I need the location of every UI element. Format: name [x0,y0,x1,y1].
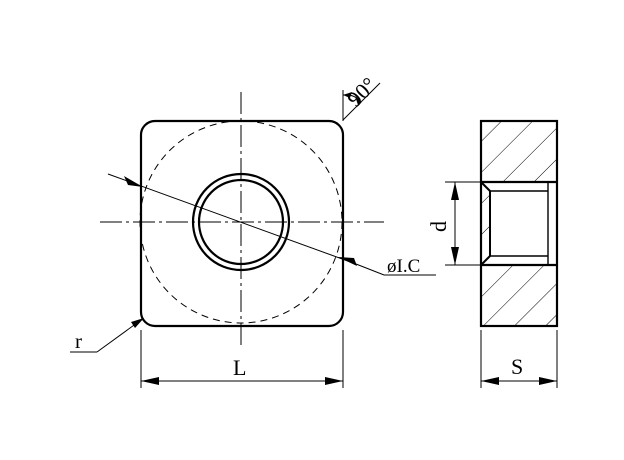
section-bottom-hatch [481,265,557,326]
d-arrow-top [451,182,459,200]
radius-arrow [131,318,144,328]
angle-label: 90° [342,72,381,111]
length-label: L [233,355,246,380]
hole-outer [191,172,291,272]
insert-outline [139,119,345,328]
s-arrow-right [539,377,557,385]
ic-dimension-line [107,173,357,265]
section-outline [479,119,559,328]
hole-inner [197,178,285,266]
ic-arrow-upper [124,176,143,187]
side-view [445,119,559,388]
section-top-hatch [481,121,557,182]
inscribed-circle [139,120,343,324]
length-arrow-left [141,377,159,385]
hole-diameter-label: d [426,221,451,232]
s-arrow-left [481,377,499,385]
length-arrow-right [325,377,343,385]
inscribed-circle-label: øI.C [387,256,420,277]
bore-chamfer-top [480,181,491,192]
thickness-label: S [511,354,523,379]
section-bore-profile [481,182,490,265]
ic-leader [355,263,385,276]
corner-radius-label: r [75,329,82,353]
section-bore [481,182,557,265]
angle-arrow-upper [343,92,352,98]
bore-chamfer-bottom [480,255,491,266]
ic-arrow-lower [338,257,357,266]
front-view [70,82,436,388]
angle-arrow-lower [355,96,361,105]
d-arrow-bottom [451,247,459,265]
angle-extension-diagonal [342,82,381,121]
